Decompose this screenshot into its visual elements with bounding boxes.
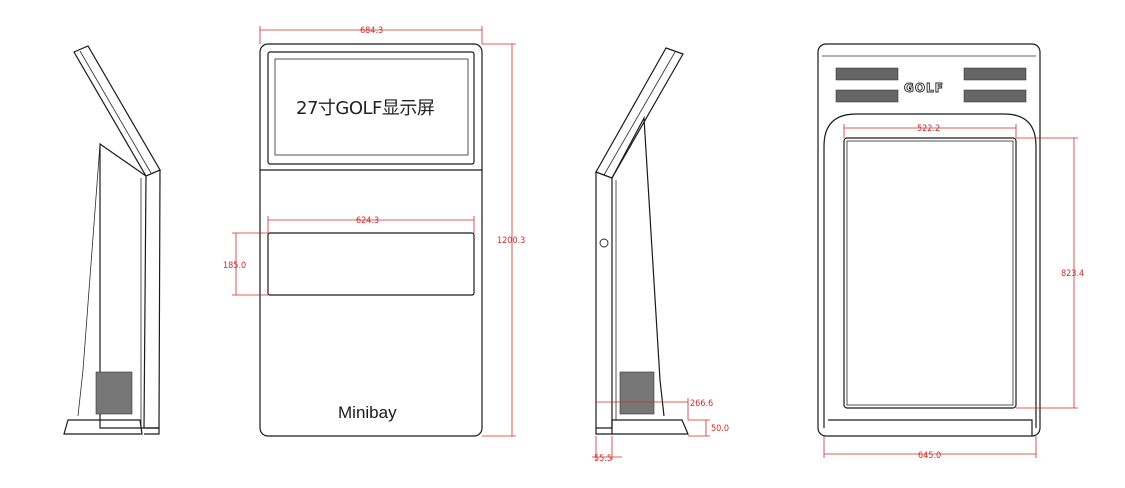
back-display-inner	[846, 140, 1014, 406]
right-base	[611, 419, 689, 435]
dim-overall-width: 684.3	[360, 26, 383, 36]
back-base	[828, 419, 1033, 436]
dim-base-height: 50.0	[711, 424, 729, 434]
dim-slot-width: 624.3	[356, 216, 379, 226]
brand-logo: Minibay	[338, 403, 397, 422]
right-panel-inner	[603, 51, 676, 176]
front-slot	[267, 232, 475, 296]
back-vent-top-left	[835, 67, 899, 81]
left-side-view	[63, 45, 161, 435]
dim-slot-height: 185.0	[223, 261, 246, 271]
front-screen-frame	[267, 51, 475, 165]
right-speaker-grille	[619, 371, 655, 415]
left-speaker-grille	[95, 371, 133, 415]
dim-overall-height: 1200.3	[497, 236, 525, 246]
back-display-frame	[823, 113, 1037, 428]
right-base-foot	[595, 428, 612, 435]
left-panel-inner	[79, 50, 152, 174]
left-base-foot	[144, 427, 160, 435]
back-display	[843, 137, 1017, 409]
dim-screen-width: 522.2	[917, 124, 940, 134]
dim-base-width: 645.0	[918, 451, 941, 461]
dim-foot: 55.5	[594, 454, 612, 464]
right-pillar-front	[611, 115, 665, 417]
front-screen	[274, 58, 469, 156]
right-pillar	[595, 171, 613, 429]
back-vent-bottom-right	[963, 89, 1027, 103]
back-body	[817, 43, 1041, 437]
golf-logo: GOLF	[904, 81, 944, 95]
front-view: 27寸GOLF显示屏 Minibay 684.3 1200.3 624.3 18…	[223, 26, 525, 437]
left-pillar-rear	[145, 169, 161, 429]
back-view: GOLF 522.2 823.4 645.0	[817, 43, 1084, 461]
dim-screen-height: 823.4	[1061, 269, 1084, 279]
screen-label: 27寸GOLF显示屏	[296, 98, 435, 119]
left-pillar-back	[77, 143, 101, 417]
front-body	[259, 43, 483, 437]
back-vent-top-right	[963, 67, 1027, 81]
dim-base-depth: 266.6	[690, 399, 713, 409]
left-base	[63, 419, 143, 435]
back-vent-bottom-left	[835, 89, 899, 103]
right-side-view: 266.6 50.0 55.5	[592, 47, 729, 464]
right-side-port	[599, 238, 609, 248]
